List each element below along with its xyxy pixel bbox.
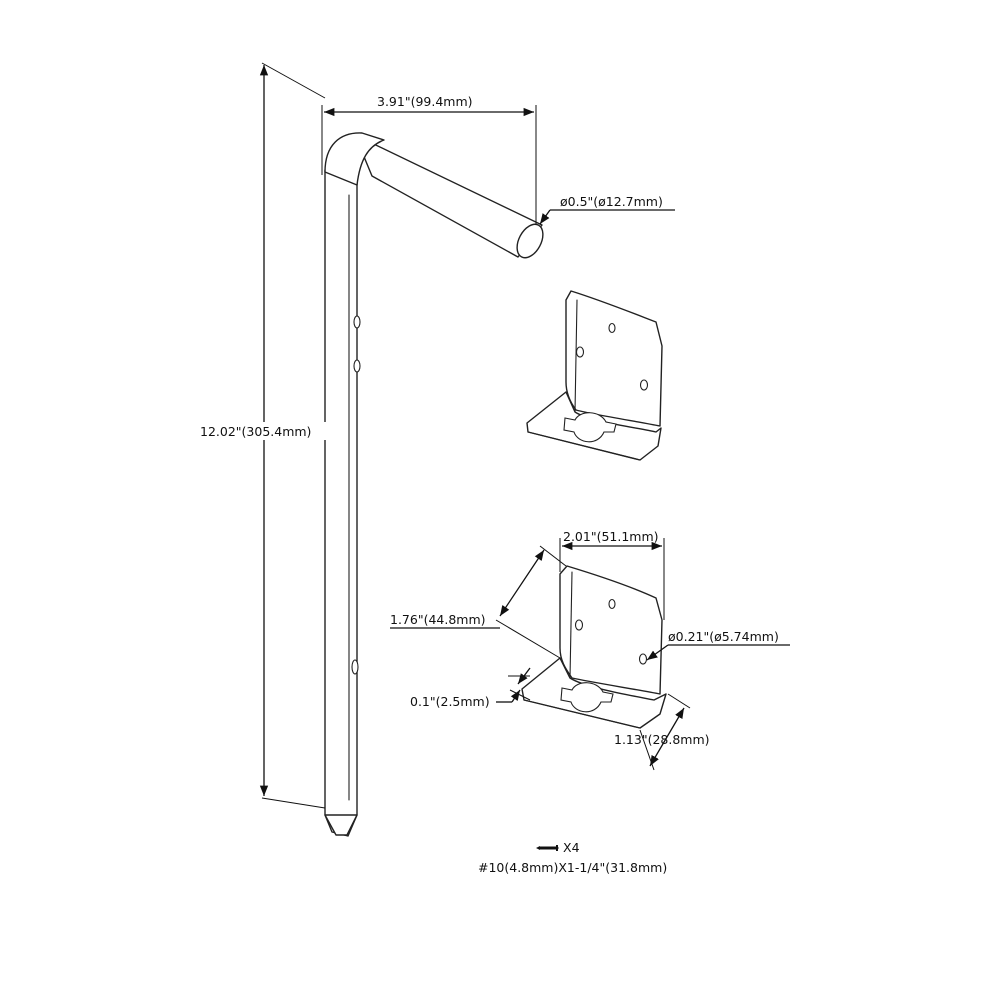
base-depth-dimension xyxy=(639,693,691,771)
plate-thickness-label: 0.1"(2.5mm) xyxy=(410,694,490,709)
bracket-upper-hole-2 xyxy=(575,346,585,358)
rod-diameter-label: ø0.5"(ø12.7mm) xyxy=(560,194,663,209)
hole-diameter-leader xyxy=(646,644,790,661)
overall-length-label: 12.02"(305.4mm) xyxy=(200,424,311,439)
rod-hole-upper xyxy=(353,315,361,329)
bracket-lower xyxy=(521,565,667,729)
rod-hole-lower xyxy=(351,659,359,675)
bracket-lower-keyhole xyxy=(560,682,614,713)
bracket-lower-face xyxy=(559,565,663,695)
bracket-height-dimension xyxy=(390,545,567,659)
screw-quantity-label: X4 xyxy=(563,840,580,855)
cane-bolt-rod xyxy=(324,132,544,837)
bracket-upper-hole-3 xyxy=(639,379,649,391)
bracket-upper-hole-1 xyxy=(608,322,616,334)
rod-arm xyxy=(354,134,543,258)
bracket-upper xyxy=(526,290,663,461)
base-depth-label: 1.13"(28.8mm) xyxy=(614,732,710,747)
hole-diameter-label: ø0.21"(ø5.74mm) xyxy=(668,629,779,644)
rod-diameter-leader xyxy=(539,209,675,225)
screw-icon xyxy=(536,845,559,851)
rod-hole-middle xyxy=(353,359,361,373)
bracket-upper-face xyxy=(565,290,663,427)
rod-arm-end xyxy=(516,223,544,259)
bracket-upper-keyhole xyxy=(563,412,617,443)
rod-elbow xyxy=(324,132,385,186)
arm-length-label: 3.91"(99.4mm) xyxy=(377,94,473,109)
plate-thickness-dimension xyxy=(496,667,531,703)
bracket-width-label: 2.01"(51.1mm) xyxy=(563,529,659,544)
arm-length-dimension xyxy=(321,105,537,225)
screw-spec-label: #10(4.8mm)X1-1/4"(31.8mm) xyxy=(478,860,667,875)
rod-shaft xyxy=(324,169,358,837)
bracket-width-dimension xyxy=(559,538,665,620)
bracket-lower-hole-1 xyxy=(608,598,616,610)
bracket-height-label: 1.76"(44.8mm) xyxy=(390,612,486,627)
bracket-lower-hole-3 xyxy=(638,653,648,665)
rod-tip xyxy=(324,814,358,836)
bracket-lower-hole-2 xyxy=(574,619,584,631)
overall-length-dimension xyxy=(200,62,330,809)
